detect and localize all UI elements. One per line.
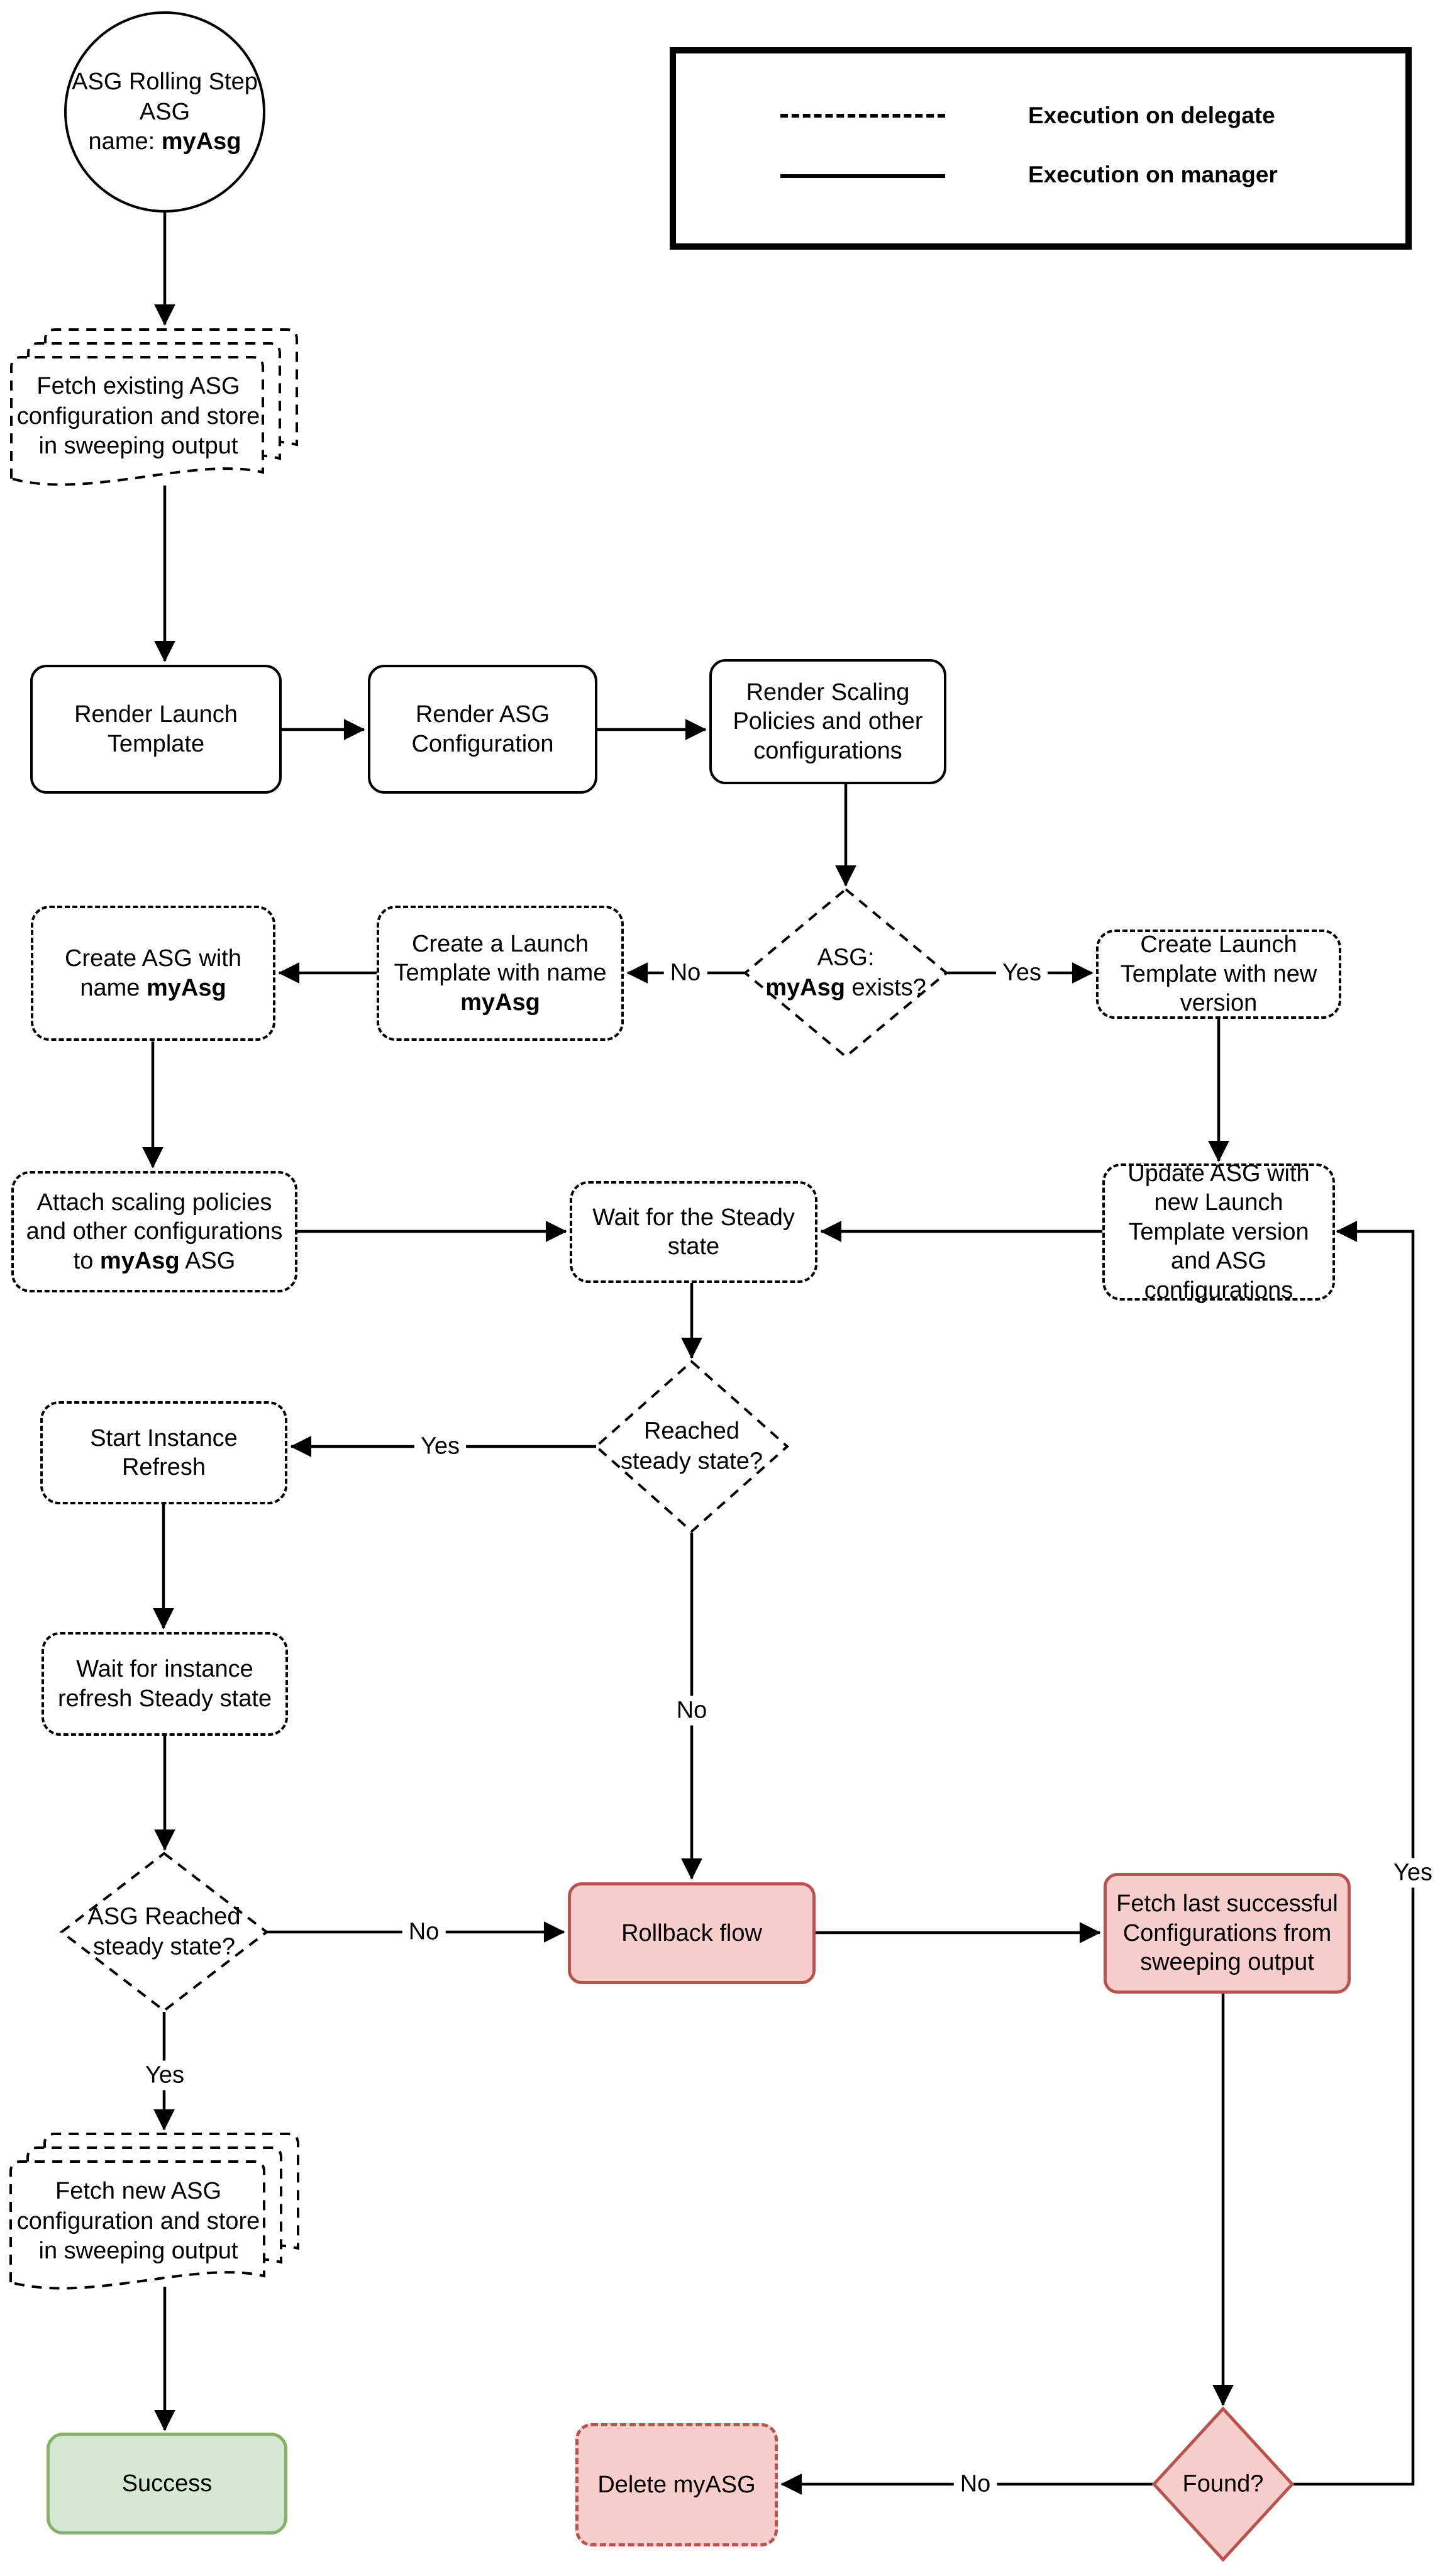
edge-label-no-reached: No [670, 1696, 714, 1726]
start-name-bold: myAsg [161, 128, 241, 155]
node-fetch-last-successful: Fetch last successful Configurations fro… [1104, 1873, 1351, 1994]
node-reached-steady-label: Reached steady state? [620, 1418, 763, 1475]
node-found-label: Found? [1182, 2470, 1264, 2497]
legend-manager-label: Execution on manager [1028, 162, 1278, 187]
node-wait-for-steady-state: Wait for the Steady state [570, 1181, 817, 1283]
node-attach-scaling-policies: Attach scaling policies and other config… [11, 1171, 297, 1292]
edge-label-no-found: No [953, 2469, 997, 2499]
node-start-instance-refresh: Start Instance Refresh [40, 1401, 287, 1504]
legend-solid-line-sample [780, 174, 945, 178]
node-asg-reached-label: ASG Reached steady state? [87, 1903, 241, 1960]
edge-found-yes-loop [1292, 1221, 1415, 2486]
edge-label-yes-exists: Yes [996, 958, 1048, 988]
node-success: Success [47, 2433, 287, 2534]
node-wait-instance-refresh: Wait for instance refresh Steady state [42, 1632, 288, 1736]
reached-steady-diamond-shape [594, 1360, 790, 1533]
node-asg-exists-label: ASG: myAsg exists? [765, 944, 926, 1001]
edge-label-yes-found: Yes [1387, 1858, 1439, 1888]
legend-delegate-label: Execution on delegate [1028, 103, 1275, 128]
node-create-launch-template-named: Create a Launch Template with name myAsg [377, 906, 624, 1041]
asg-exists-diamond-shape [743, 887, 949, 1058]
edge-label-yes-reached: Yes [414, 1431, 466, 1462]
legend-box: Execution on delegate Execution on manag… [670, 47, 1412, 250]
node-render-scaling-policies: Render Scaling Policies and other config… [709, 659, 946, 784]
node-update-asg: Update ASG with new Launch Template vers… [1102, 1160, 1335, 1304]
edge-label-no-asg-reached: No [402, 1917, 446, 1947]
node-create-launch-template-new-version: Create Launch Template with new version [1096, 930, 1341, 1019]
fetch-existing-multidoc-shape [10, 328, 298, 486]
node-fetch-existing-label: Fetch existing ASG configuration and sto… [16, 372, 260, 459]
found-diamond-shape [1151, 2406, 1295, 2562]
node-fetch-new-label: Fetch new ASG configuration and store in… [16, 2177, 260, 2264]
edge-label-no-exists: No [663, 958, 707, 988]
asg-reached-diamond-shape [59, 1852, 269, 2012]
start-circle-shape [64, 11, 265, 213]
fetch-new-multidoc-shape [9, 2133, 299, 2290]
edge-label-yes-asg-reached: Yes [139, 2060, 191, 2090]
start-line1: ASG Rolling Step [72, 68, 258, 95]
node-render-asg-configuration: Render ASG Configuration [368, 665, 597, 794]
legend-dashed-line-sample [780, 114, 945, 118]
node-render-launch-template: Render Launch Template [30, 665, 282, 794]
node-delete-myasg: Delete myASG [575, 2423, 778, 2546]
start-line2: ASG [139, 98, 191, 125]
start-name-prefix: name: [88, 128, 162, 155]
node-start-label: ASG Rolling Step ASG name: myAsg [70, 67, 259, 157]
node-create-asg: Create ASG with name myAsg [31, 906, 275, 1041]
node-rollback-flow: Rollback flow [568, 1882, 816, 1984]
